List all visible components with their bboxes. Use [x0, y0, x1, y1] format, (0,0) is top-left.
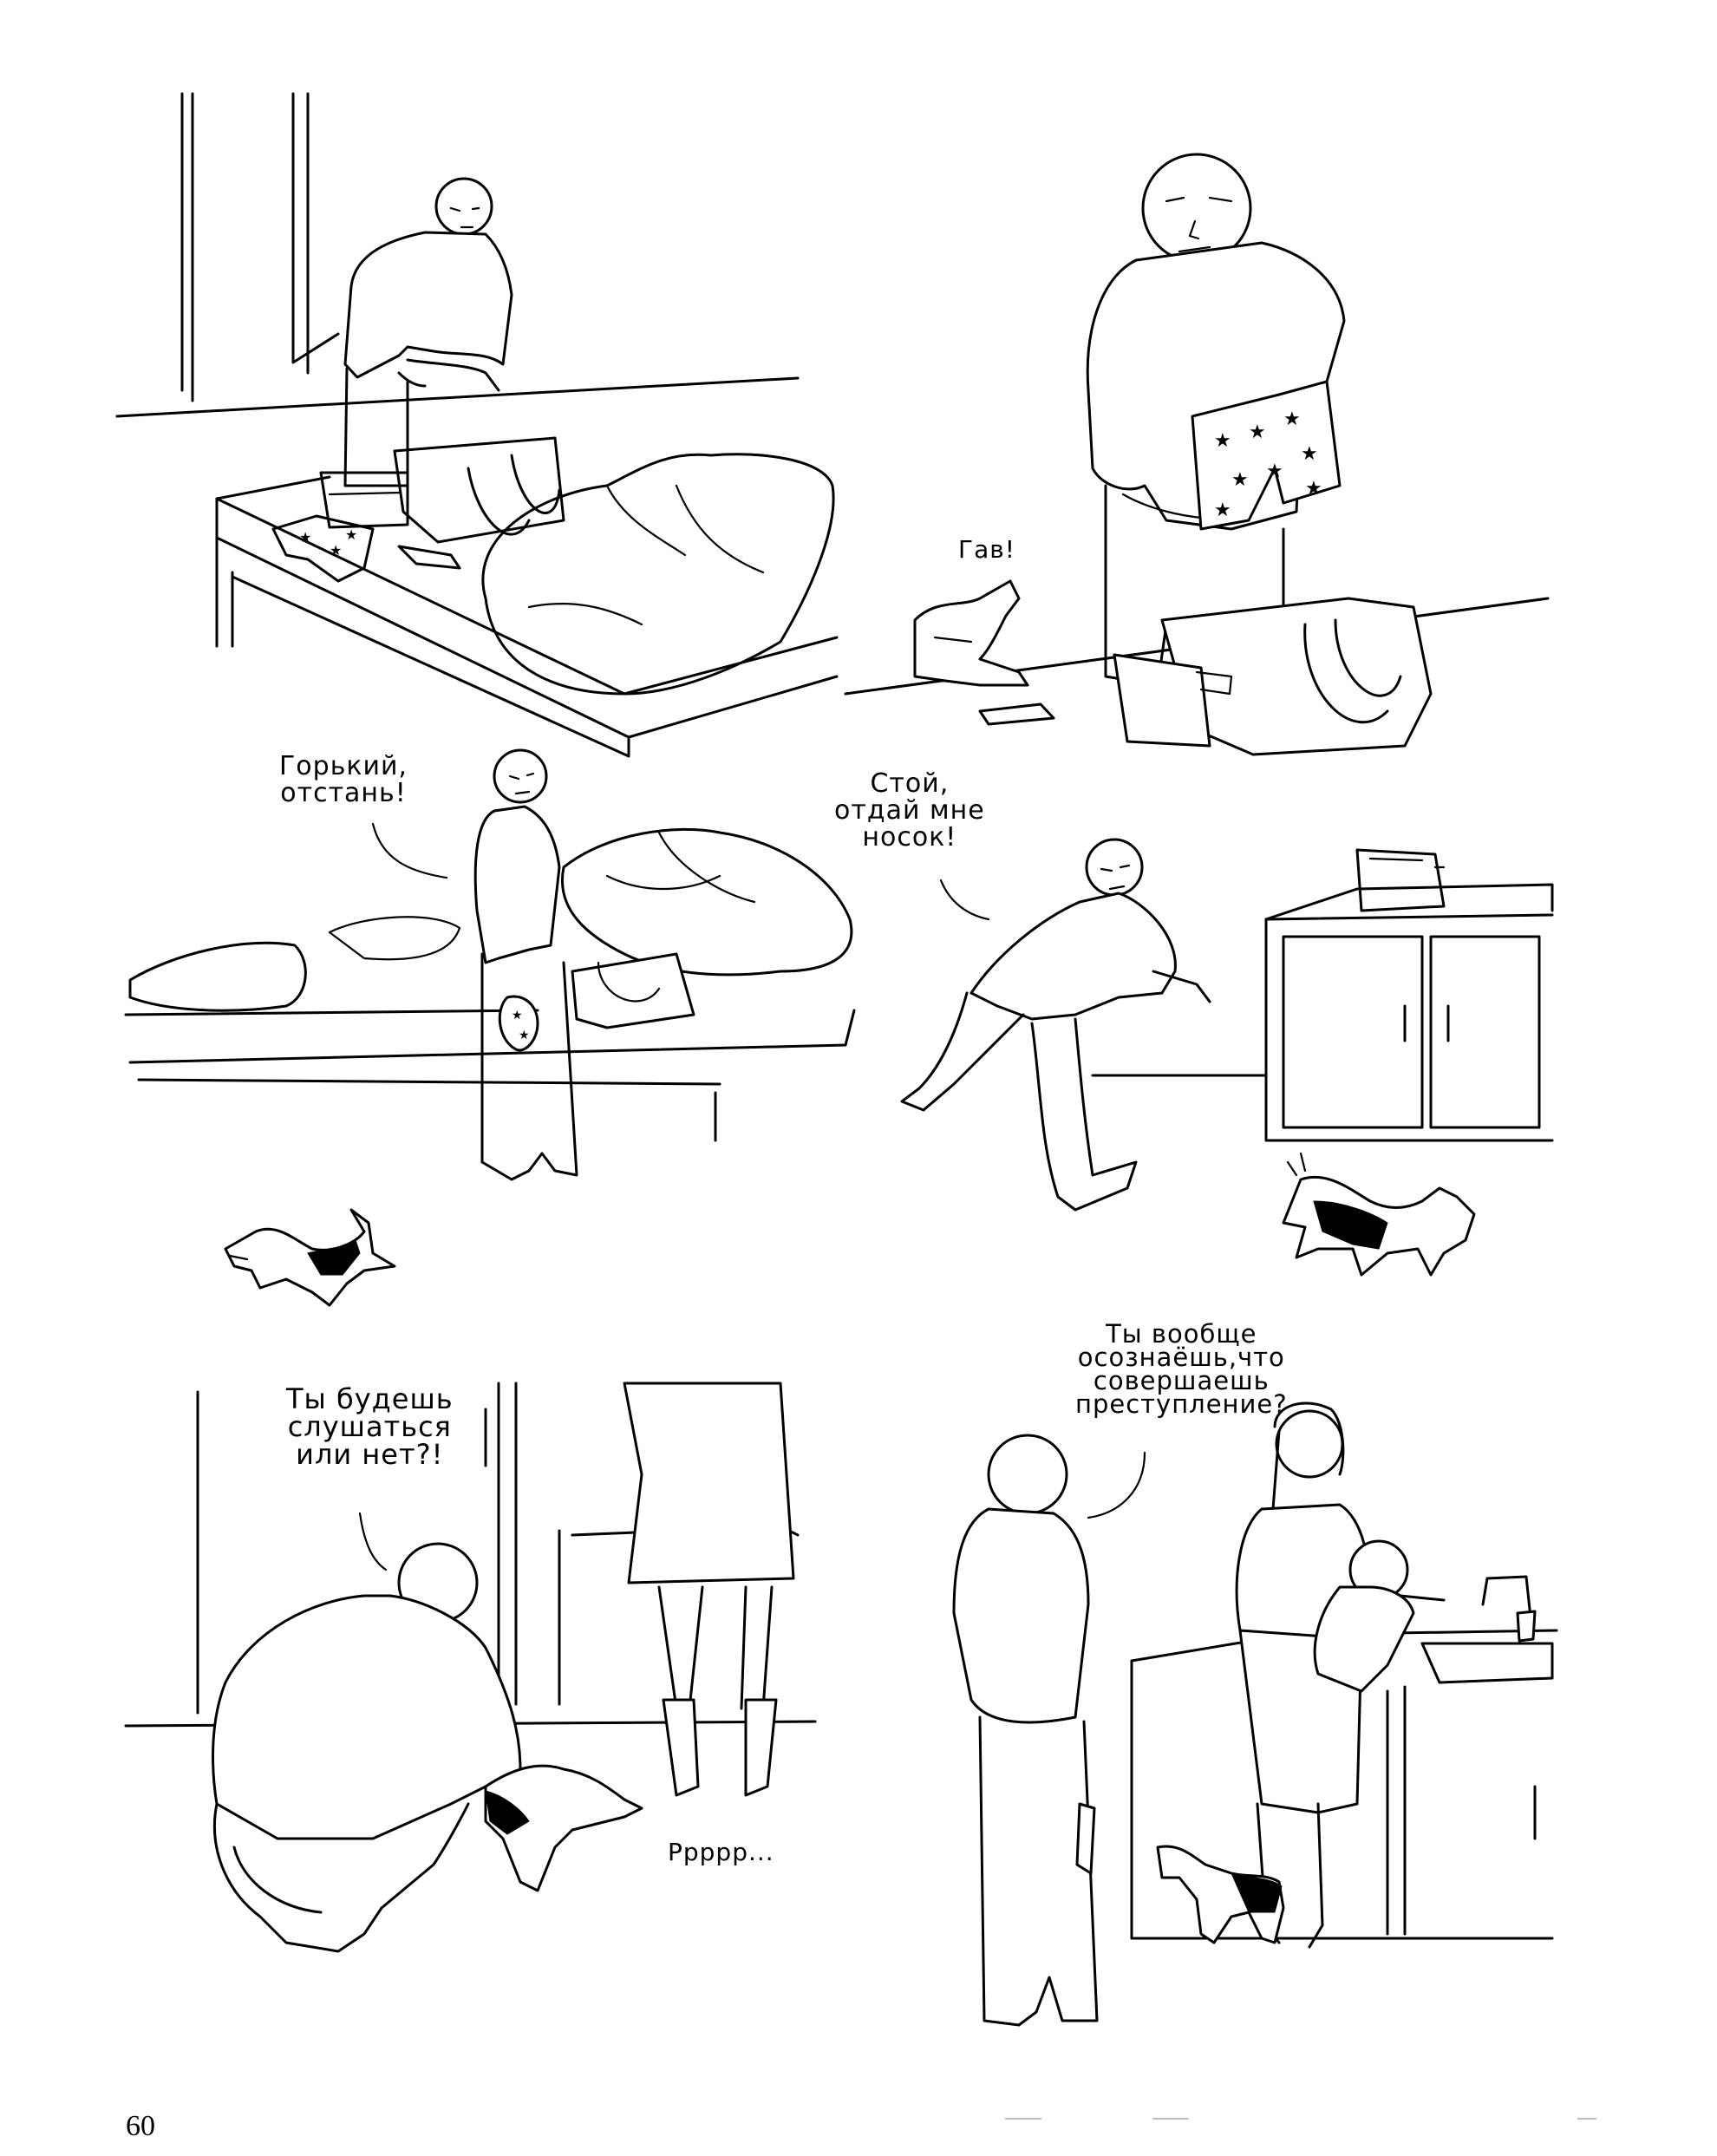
speech-stop: Стой, отдай мне носок! — [834, 768, 985, 853]
panel-4-drawing — [900, 838, 1554, 1277]
panel-1-drawing: ★ ★ ★ — [115, 92, 839, 758]
svg-text:★: ★ — [1305, 478, 1322, 500]
svg-text:★: ★ — [1301, 443, 1318, 465]
panel-3-drawing: ★ ★ — [124, 748, 856, 1307]
panel-6-drawing — [952, 1401, 1558, 2027]
dog-growl: Рpppp... — [668, 1838, 774, 1866]
svg-text:★: ★ — [1231, 469, 1249, 491]
svg-text:★: ★ — [512, 1009, 523, 1022]
page-number: 60 — [126, 2110, 155, 2142]
panel-5-drawing — [124, 1382, 817, 1953]
svg-text:★: ★ — [330, 542, 342, 559]
svg-text:★: ★ — [1249, 421, 1266, 443]
svg-text:★: ★ — [1283, 408, 1301, 430]
speech-tails — [358, 822, 1146, 1571]
speech-will-you-listen: Ты будешь слушаться или нет?! — [286, 1382, 454, 1471]
speech-crime: Ты вообще осознаёшь,что совершаешь прест… — [1075, 1319, 1288, 1419]
svg-text:★: ★ — [299, 529, 311, 546]
svg-text:★: ★ — [345, 526, 357, 543]
svg-text:★: ★ — [1266, 461, 1283, 482]
svg-text:★: ★ — [519, 1029, 530, 1042]
svg-text:★: ★ — [1214, 500, 1231, 521]
speech-bark: Гав! — [958, 535, 1015, 564]
panel-2-drawing: ★★★ ★★★ ★★ — [844, 153, 1550, 756]
svg-text:★: ★ — [1214, 430, 1231, 452]
speech-gorky: Горький, отстань! — [279, 751, 408, 808]
